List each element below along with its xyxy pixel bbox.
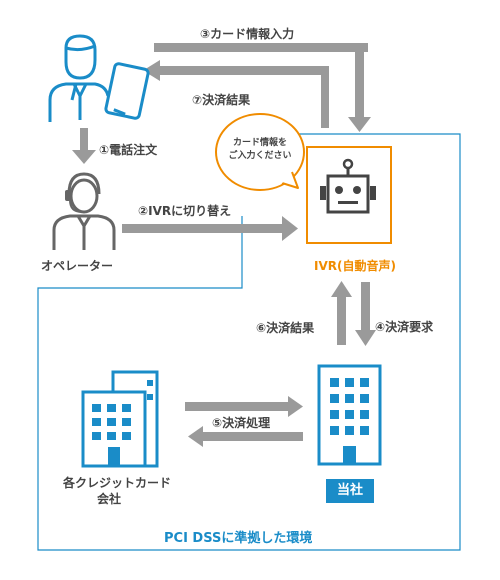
arrow-step3 (154, 43, 371, 132)
step1-label: ①電話注文 (99, 143, 158, 157)
bubble-line-2: ご入力ください (228, 151, 292, 161)
step2-label: ②IVRに切り替え (138, 204, 232, 218)
smartphone-icon (104, 62, 150, 120)
step5-label: ⑤決済処理 (212, 416, 271, 430)
pci-zone-title: PCI DSSに準拠した環境 (164, 531, 313, 546)
arrow-step1 (72, 128, 96, 164)
arrow-step5-right (185, 396, 303, 417)
arrow-step2 (122, 216, 298, 241)
customer-person-icon (48, 34, 110, 122)
operator-headset-icon (52, 172, 116, 250)
bubble-text: カード情報を ご入力ください (218, 137, 302, 163)
arrow-step7 (143, 60, 329, 128)
card-company-label-line2: 会社 (97, 492, 122, 506)
company-building-icon (317, 364, 382, 466)
step7-label: ⑦決済結果 (192, 93, 251, 107)
step3-label: ③カード情報入力 (200, 27, 295, 41)
arrow-step6 (331, 281, 352, 345)
operator-label: オペレーター (41, 259, 114, 273)
arrow-step4 (355, 282, 376, 346)
pci-zone-outline (37, 133, 461, 551)
ivr-label: IVR(自動音声) (314, 259, 396, 273)
step6-label: ⑥決済結果 (256, 321, 315, 335)
bubble-line-1: カード情報を (232, 138, 287, 148)
company-label-badge: 当社 (326, 479, 374, 503)
ivr-robot-icon (306, 146, 392, 244)
step4-label: ④決済要求 (375, 320, 434, 334)
speech-bubble (215, 113, 305, 191)
card-company-label-line1: 各クレジットカード (63, 476, 172, 490)
card-company-building-icon (81, 370, 159, 468)
arrow-step5-left (188, 426, 303, 447)
